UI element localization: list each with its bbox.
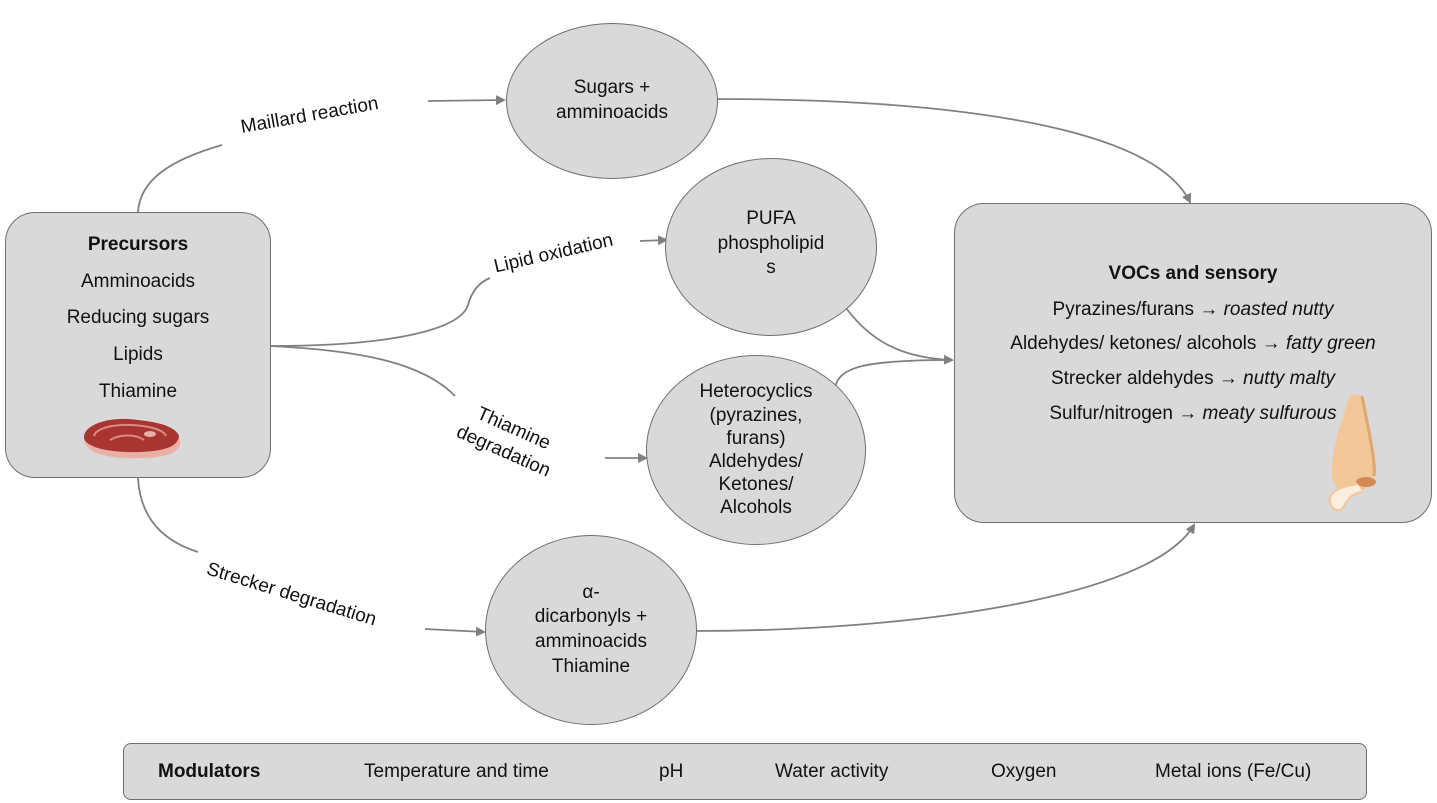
nose-icon bbox=[1328, 394, 1376, 512]
voc-row: Sulfur/nitrogen → meaty sulfurous bbox=[1049, 402, 1336, 427]
node-pufa-line: s bbox=[766, 257, 776, 279]
node-hetero-line: Ketones/ bbox=[718, 474, 794, 496]
node-dicarbonyl-line: α- bbox=[582, 581, 600, 603]
voc-row: Pyrazines/furans → roasted nutty bbox=[1053, 298, 1334, 323]
dicarbonyl-to-vocs bbox=[696, 523, 1196, 632]
voc-sensory: roasted nutty bbox=[1223, 298, 1334, 320]
voc-compound: Strecker aldehydes → bbox=[1050, 368, 1238, 390]
strecker-connector bbox=[137, 477, 199, 553]
modulator-item: pH bbox=[659, 761, 684, 782]
precursor-item: Amminoacids bbox=[80, 270, 196, 292]
node-hetero-line: (pyrazines, bbox=[709, 404, 803, 426]
modulator-item: Metal ions (Fe/Cu) bbox=[1155, 761, 1312, 782]
node-dicarbonyl-line: Thiamine bbox=[551, 655, 631, 677]
node-pufa-line: PUFA bbox=[746, 208, 796, 229]
voc-row: Strecker aldehydes → nutty malty bbox=[1051, 367, 1335, 392]
voc-compound: Pyrazines/furans → bbox=[1052, 298, 1219, 320]
node-heterocyclics: Heterocyclics (pyrazines, furans) Aldehy… bbox=[646, 355, 866, 545]
node-hetero-line: Heterocyclics bbox=[699, 381, 813, 403]
node-hetero-line: furans) bbox=[726, 427, 786, 449]
pufa-to-vocs bbox=[845, 307, 954, 365]
voc-compound: Sulfur/nitrogen → bbox=[1049, 402, 1198, 424]
node-dicarbonyl-line: dicarbonyls + bbox=[534, 606, 648, 628]
node-pufa-phospholipids: PUFA phospholipid s bbox=[665, 158, 877, 336]
thiamine-connector bbox=[270, 345, 456, 397]
voc-compound: Aldehydes/ ketones/ alcohols → bbox=[1010, 333, 1281, 355]
voc-row: Aldehydes/ ketones/ alcohols → fatty gre… bbox=[1010, 332, 1375, 357]
node-hetero-line: Alcohols bbox=[720, 497, 792, 519]
precursor-item: Reducing sugars bbox=[66, 307, 210, 329]
node-pufa-line: phospholipid bbox=[717, 232, 825, 254]
sugars-to-vocs bbox=[716, 98, 1191, 204]
lipid-connector bbox=[270, 277, 491, 347]
modulators-bar: Modulators Temperature and time pH Water… bbox=[123, 743, 1367, 800]
modulators-title: Modulators bbox=[158, 761, 261, 782]
modulator-item: Water activity bbox=[775, 761, 889, 782]
modulator-item: Oxygen bbox=[991, 761, 1057, 782]
node-hetero-line: Aldehydes/ bbox=[708, 451, 803, 472]
voc-sensory: meaty sulfurous bbox=[1202, 402, 1337, 424]
steak-icon bbox=[83, 418, 181, 459]
voc-sensory: fatty green bbox=[1285, 333, 1376, 355]
node-sugars-amminoacids: Sugars + amminoacids bbox=[506, 23, 718, 179]
maillard-arrow bbox=[427, 95, 506, 106]
precursor-item: Thiamine bbox=[98, 380, 178, 402]
node-dicarbonyls: α- dicarbonyls + amminoacids Thiamine bbox=[485, 535, 697, 725]
vocs-title: VOCs and sensory bbox=[1108, 263, 1278, 284]
maillard-connector bbox=[137, 144, 223, 213]
node-sugars-line: amminoacids bbox=[556, 102, 668, 123]
modulator-item: Temperature and time bbox=[364, 761, 549, 782]
precursor-item: Lipids bbox=[113, 344, 163, 366]
node-sugars-line: Sugars + bbox=[573, 77, 651, 99]
strecker-arrow bbox=[424, 626, 486, 637]
voc-sensory: nutty malty bbox=[1243, 368, 1336, 390]
precursors-title: Precursors bbox=[87, 234, 189, 255]
hetero-to-vocs bbox=[834, 359, 953, 388]
node-dicarbonyl-line: amminoacids bbox=[535, 631, 647, 652]
lipid-arrow bbox=[639, 235, 668, 246]
